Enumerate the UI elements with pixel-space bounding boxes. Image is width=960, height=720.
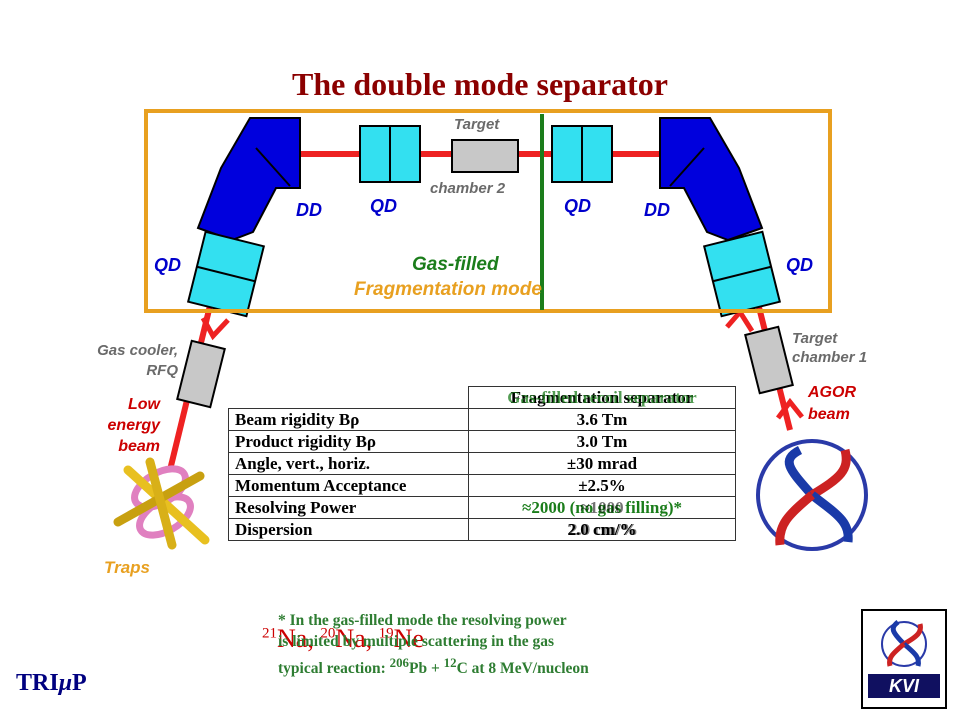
nuclei-list: 21Na, 20Na, 19Ne <box>262 624 424 654</box>
param-cell: Resolving Power <box>228 496 469 519</box>
dipole-label-right: DD <box>644 200 670 220</box>
dipole-magnet-right <box>659 117 764 242</box>
c-rest: C at 8 MeV/nucleon <box>456 660 589 678</box>
table-row: Product rigidity Bρ 3.0 Tm <box>228 430 736 453</box>
table-row: Angle, vert., horiz. ±30 mrad <box>228 452 736 475</box>
table-header-row: Fragmentation separator Gas-filled recoi… <box>229 386 736 409</box>
value-gas-filled: 2.0 cm/% <box>569 520 638 539</box>
table-row: Momentum Acceptance ±2.5% <box>228 474 736 497</box>
low-energy-beam-label-3: beam <box>118 438 160 455</box>
chamber-2-label: chamber 2 <box>430 180 506 197</box>
table-header-empty <box>229 387 469 409</box>
footnote-line-3: typical reaction: 206Pb + 12C at 8 MeV/n… <box>278 652 589 679</box>
value-gas-filled: ≈1000 <box>580 498 624 517</box>
value-fragmentation: 2.0 cm/% <box>567 520 637 539</box>
param-cell: Momentum Acceptance <box>228 474 469 497</box>
rfq-label: RFQ <box>146 362 178 379</box>
header-gas-filled: Gas-filled recoil separator <box>507 388 697 407</box>
param-cell: Product rigidity Bρ <box>228 430 469 453</box>
agor-cyclotron-icon <box>756 439 868 551</box>
quadrupole-label-inner-right: QD <box>564 196 591 216</box>
separator-frame <box>144 109 832 313</box>
table-row: Dispersion 2.0 cm/% 2.0 cm/% <box>228 518 736 541</box>
target-chamber-1 <box>744 325 794 395</box>
target-chamber-1-label-bottom: chamber 1 <box>792 349 868 366</box>
dipole-magnet-left <box>196 117 301 242</box>
gas-cooler-rfq <box>176 339 226 409</box>
pb-mass: 206 <box>389 655 409 670</box>
traps-icon <box>113 457 210 550</box>
value-cell: ±2.5% <box>468 474 736 497</box>
value-cell: 2.0 cm/% 2.0 cm/% <box>468 518 736 541</box>
trimp-mu: μ <box>58 670 73 696</box>
table-header-mode: Fragmentation separator Gas-filled recoi… <box>468 386 736 409</box>
header-fragmentation: Fragmentation separator <box>510 388 694 407</box>
c-mass: 12 <box>443 655 457 670</box>
target-chamber-1-label-top: Target <box>792 330 838 347</box>
fragmentation-mode-label: Fragmentation mode <box>354 279 542 300</box>
param-cell: Dispersion <box>228 518 469 541</box>
table-row: Resolving Power ≈2000 (no gas filling)* … <box>228 496 736 519</box>
value-cell: 3.0 Tm <box>468 430 736 453</box>
quadrupole-outer-left <box>186 230 266 318</box>
kvi-logo-text: KVI <box>888 676 919 696</box>
na20-mass: 20 <box>320 625 336 642</box>
traps-label: Traps <box>104 558 150 577</box>
quadrupole-label-outer-left: QD <box>154 255 181 275</box>
target-label: Target <box>454 116 500 133</box>
beam-arrow-left <box>200 316 230 341</box>
trimp-post: P <box>72 670 87 696</box>
low-energy-beam-label-1: Low <box>128 396 160 413</box>
value-cell: ±30 mrad <box>468 452 736 475</box>
value-cell: 3.6 Tm <box>468 408 736 431</box>
quadrupole-inner-right <box>551 125 613 183</box>
na21-symbol: Na, <box>277 624 321 653</box>
agor-label: AGOR <box>808 384 856 401</box>
quadrupole-label-outer-right: QD <box>786 255 813 275</box>
footnote-line-1: * In the gas-filled mode the resolving p… <box>278 612 567 629</box>
pb-symbol: Pb + <box>409 660 444 678</box>
table-row: Beam rigidity Bρ 3.6 Tm <box>228 408 736 431</box>
trimp-logo: TRIμP <box>16 670 87 697</box>
beam-arrow-agor <box>776 397 804 420</box>
na20-symbol: Na, <box>335 624 379 653</box>
param-cell: Beam rigidity Bρ <box>228 408 469 431</box>
ne19-mass: 19 <box>378 625 394 642</box>
quadrupole-inner-left <box>359 125 421 183</box>
kvi-logo <box>861 609 947 709</box>
param-cell: Angle, vert., horiz. <box>228 452 469 475</box>
na21-mass: 21 <box>262 625 277 642</box>
gas-filled-mode-label: Gas-filled <box>412 254 499 275</box>
trimp-pre: TRI <box>16 670 59 696</box>
parameter-table: Fragmentation separator Gas-filled recoi… <box>228 386 736 541</box>
value-cell: ≈2000 (no gas filling)* ≈1000 <box>468 496 736 519</box>
quadrupole-label-inner-left: QD <box>370 196 397 216</box>
footnote-line-2: is limited by multiple scattering in the… <box>278 633 554 650</box>
reaction-prefix: typical reaction: <box>278 660 390 678</box>
gas-cooler-label: Gas cooler, <box>97 342 178 359</box>
agor-beam-label: beam <box>808 406 850 423</box>
page-title: The double mode separator <box>292 66 668 102</box>
footnote: * In the gas-filled mode the resolving p… <box>278 610 589 679</box>
ne19-symbol: Ne <box>393 624 424 653</box>
target-chamber-2 <box>451 139 519 173</box>
low-energy-beam-label-2: energy <box>107 417 160 434</box>
value-fragmentation: ≈2000 (no gas filling)* <box>522 498 682 517</box>
quadrupole-outer-right <box>702 230 782 318</box>
dipole-label-left: DD <box>296 200 322 220</box>
